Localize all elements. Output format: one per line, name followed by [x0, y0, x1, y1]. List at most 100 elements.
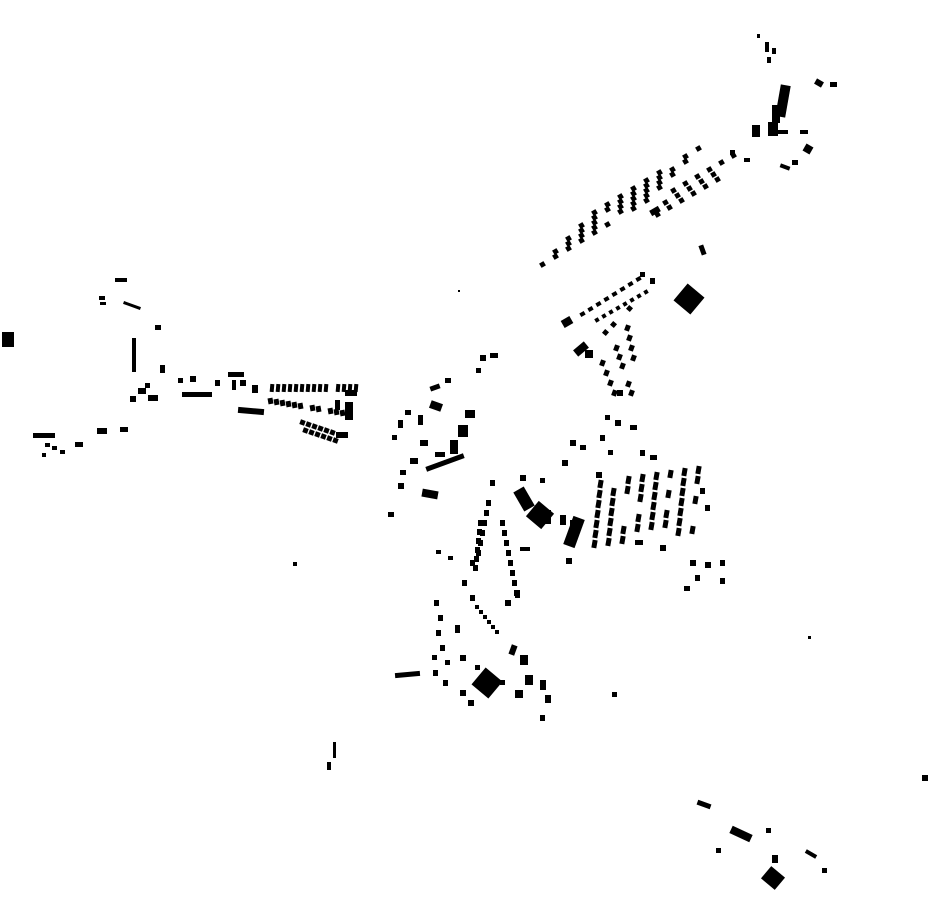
building-footprint [120, 427, 128, 432]
building-footprint [33, 433, 55, 438]
building-footprint [767, 57, 771, 63]
building-footprint [475, 605, 479, 609]
building-footprint [768, 122, 778, 136]
building-footprint [605, 415, 610, 420]
building-footprint [663, 509, 670, 519]
building-footprint [760, 866, 786, 890]
building-footprint [476, 538, 481, 544]
building-footprint [667, 469, 674, 479]
building-footprint [630, 195, 637, 202]
building-footprint [705, 562, 711, 568]
building-footprint [405, 410, 411, 415]
building-footprint [468, 700, 474, 706]
building-footprint [475, 665, 480, 670]
building-footprint [545, 695, 551, 703]
building-footprint [585, 350, 593, 358]
building-footprint [436, 550, 441, 554]
building-footprint [730, 150, 735, 155]
building-footprint [744, 158, 750, 162]
building-footprint [178, 378, 183, 383]
building-footprint [702, 183, 709, 190]
building-footprint [615, 305, 621, 311]
building-footprint [698, 244, 707, 256]
building-footprint [458, 290, 460, 292]
building-footprint [591, 219, 598, 226]
building-footprint [148, 395, 158, 401]
building-footprint [132, 338, 136, 372]
building-footprint [394, 670, 421, 679]
building-footprint [333, 742, 336, 758]
building-footprint [591, 539, 598, 549]
building-footprint [490, 353, 498, 358]
building-footprint [418, 415, 423, 425]
building-footprint [440, 645, 445, 651]
building-footprint [772, 855, 778, 863]
building-footprint [400, 470, 406, 475]
building-footprint [578, 232, 585, 239]
building-footprint [60, 450, 65, 454]
building-footprint [545, 510, 551, 524]
building-footprint [335, 400, 340, 410]
building-footprint [620, 525, 627, 535]
building-footprint [680, 477, 687, 487]
building-footprint [438, 615, 443, 621]
building-footprint [649, 511, 656, 521]
building-footprint [252, 385, 258, 393]
building-footprint [700, 488, 705, 494]
building-footprint [669, 166, 676, 173]
building-footprint [609, 497, 616, 507]
building-footprint [480, 355, 486, 361]
building-footprint [269, 383, 275, 393]
building-footprint [608, 309, 614, 315]
building-footprint [604, 221, 611, 228]
building-footprint [603, 369, 610, 377]
building-footprint [610, 487, 617, 497]
building-footprint [455, 625, 460, 633]
building-footprint [540, 478, 545, 483]
building-footprint [433, 670, 438, 676]
building-footprint [720, 560, 725, 566]
building-footprint [630, 205, 637, 212]
building-footprint [320, 433, 327, 440]
building-footprint [643, 177, 650, 184]
building-footprint [540, 680, 546, 690]
building-footprint [653, 471, 660, 481]
building-footprint [240, 380, 246, 386]
building-footprint [634, 523, 641, 533]
building-footprint [315, 405, 322, 413]
building-footprint [578, 237, 585, 244]
building-footprint [560, 316, 574, 328]
building-footprint [619, 362, 626, 370]
building-footprint [100, 302, 106, 305]
building-footprint [624, 324, 631, 332]
building-footprint [279, 399, 286, 407]
building-footprint [695, 575, 700, 581]
building-footprint [317, 383, 323, 393]
building-footprint [450, 440, 458, 454]
building-footprint [515, 690, 523, 698]
building-footprint [615, 420, 621, 426]
building-footprint [510, 570, 515, 576]
building-footprint [674, 192, 681, 199]
building-footprint [335, 383, 341, 393]
building-footprint [490, 480, 495, 486]
building-footprint [155, 325, 161, 330]
building-footprint [650, 278, 655, 284]
building-footprint [802, 143, 814, 155]
building-footprint [323, 427, 330, 434]
building-footprint [323, 383, 329, 393]
building-footprint [611, 389, 618, 397]
building-footprint [604, 206, 611, 213]
building-footprint [565, 240, 572, 247]
building-footprint [630, 354, 637, 362]
building-footprint [42, 453, 46, 457]
building-footprint [596, 489, 603, 499]
building-footprint [579, 311, 586, 317]
building-footprint [608, 507, 615, 517]
building-footprint [52, 446, 57, 450]
building-footprint [578, 222, 585, 229]
building-footprint [578, 227, 585, 234]
building-footprint [649, 205, 661, 217]
building-footprint [570, 440, 576, 446]
